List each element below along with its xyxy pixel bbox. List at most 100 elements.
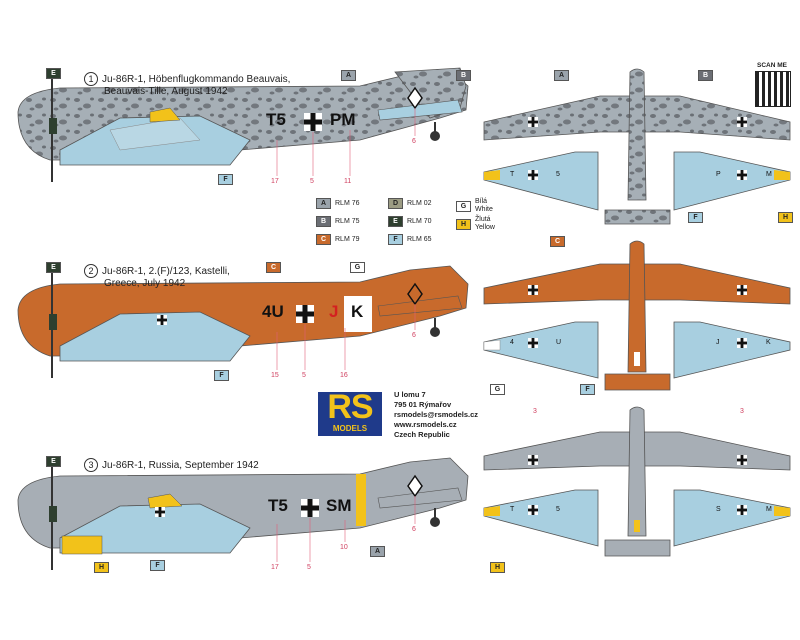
uw3-c: S bbox=[716, 506, 721, 513]
callout-3-c: 10 bbox=[340, 544, 348, 551]
uw1-b: 5 bbox=[556, 171, 560, 178]
scheme-2-code-j: J bbox=[329, 302, 339, 321]
legend-h-swatch: H bbox=[456, 218, 471, 230]
scheme-3-code-right: SM bbox=[326, 496, 352, 515]
legend-a-label: RLM 76 bbox=[335, 200, 360, 207]
callout-1-a: 17 bbox=[271, 178, 279, 185]
address-country: Czech Republic bbox=[394, 430, 450, 439]
legend-g-swatch: G bbox=[456, 200, 471, 212]
legend-d-swatch: D bbox=[388, 198, 403, 209]
legend-c-swatch: C bbox=[316, 234, 331, 245]
scan-me-label: SCAN ME bbox=[757, 62, 787, 69]
uw1-c: P bbox=[716, 171, 721, 178]
address-street: U lomu 7 bbox=[394, 390, 426, 399]
legend-b-swatch: B bbox=[316, 216, 331, 227]
legend-d-label: RLM 02 bbox=[407, 200, 432, 207]
legend-g-label: Bílá bbox=[475, 198, 488, 205]
callout-1-d: 6 bbox=[412, 138, 416, 145]
callout-2-d: 6 bbox=[412, 332, 416, 339]
callout-2-c: 16 bbox=[340, 372, 348, 379]
scheme-1-line2: Beauvais-Tille, August 1942 bbox=[104, 86, 228, 97]
scheme-3-line1: Ju-86R-1, Russia, September 1942 bbox=[102, 460, 259, 471]
scheme-1-number: 1 bbox=[84, 72, 98, 86]
scheme-2-title: 2 Ju-86R-1, 2.(F)/123, Kastelli, Greece, … bbox=[84, 264, 230, 290]
underside-wings-1 bbox=[483, 151, 791, 211]
legend-b-label: RLM 75 bbox=[335, 218, 360, 225]
callout-top3-right: 3 bbox=[740, 408, 744, 415]
tag-e-1: E bbox=[46, 68, 61, 79]
tag-f-top2: F bbox=[580, 384, 595, 395]
tag-f-1: F bbox=[218, 174, 233, 185]
legend-a-swatch: A bbox=[316, 198, 331, 209]
legend-e-label: RLM 70 bbox=[407, 218, 432, 225]
legend-c-label: RLM 79 bbox=[335, 236, 360, 243]
tag-a-top1: A bbox=[554, 70, 569, 81]
scheme-1-line1: Ju-86R-1, Höbenflugkommando Beauvais, bbox=[102, 74, 291, 85]
uw1-a: T bbox=[510, 171, 515, 178]
qr-code-icon[interactable] bbox=[755, 71, 791, 107]
callout-top3-left: 3 bbox=[533, 408, 537, 415]
tag-c-2: C bbox=[266, 262, 281, 273]
logo-models: MODELS bbox=[332, 424, 368, 433]
scheme-2-line2: Greece, July 1942 bbox=[104, 278, 186, 289]
logo-rs: RS bbox=[327, 388, 373, 426]
scheme-3-number: 3 bbox=[84, 458, 98, 472]
uw2-d: K bbox=[766, 339, 771, 346]
scheme-1-code-left: T5 bbox=[266, 110, 286, 129]
callout-2-a: 15 bbox=[271, 372, 279, 379]
tag-h-top1: H bbox=[778, 212, 793, 223]
callout-3-b: 5 bbox=[307, 564, 311, 571]
legend-c: C RLM 79 bbox=[316, 234, 360, 245]
callout-1-b: 5 bbox=[310, 178, 314, 185]
underside-wings-3 bbox=[483, 489, 791, 547]
scheme-3-code-left: T5 bbox=[268, 496, 288, 515]
callout-3-a: 17 bbox=[271, 564, 279, 571]
tag-a-3: A bbox=[370, 546, 385, 557]
top-view-1 bbox=[483, 68, 791, 225]
legend-g-label2: White bbox=[475, 206, 493, 213]
scheme-2-code-k: K bbox=[351, 302, 364, 321]
callout-3-d: 6 bbox=[412, 526, 416, 533]
scheme-1-title: 1 Ju-86R-1, Höbenflugkommando Beauvais, B… bbox=[84, 72, 290, 98]
tag-e-2: E bbox=[46, 262, 61, 273]
profile-3-aircraft bbox=[17, 457, 469, 570]
tag-b-top1: B bbox=[698, 70, 713, 81]
address-web: www.rsmodels.cz bbox=[394, 420, 457, 429]
rs-models-logo: RS MODELS bbox=[318, 388, 382, 436]
color-legend: A RLM 76 B RLM 75 C RLM 79 D RLM 02 E RL… bbox=[316, 198, 516, 258]
legend-f-label: RLM 65 bbox=[407, 236, 432, 243]
legend-f: F RLM 65 bbox=[388, 234, 432, 245]
tag-b-1: B bbox=[456, 70, 471, 81]
tag-h-3: H bbox=[94, 562, 109, 573]
callout-lines bbox=[276, 108, 416, 562]
uw2-b: U bbox=[556, 339, 562, 346]
scheme-2-number: 2 bbox=[84, 264, 98, 278]
legend-a: A RLM 76 bbox=[316, 198, 360, 209]
top-view-2 bbox=[483, 240, 791, 391]
scheme-2-code-left: 4U bbox=[262, 302, 284, 321]
tag-e-3: E bbox=[46, 456, 61, 467]
address-email: rsmodels@rsmodels.cz bbox=[394, 410, 479, 419]
callout-2-b: 5 bbox=[302, 372, 306, 379]
tag-f-top1: F bbox=[688, 212, 703, 223]
profile-1-aircraft bbox=[17, 67, 469, 182]
uw3-d: M bbox=[766, 506, 772, 513]
legend-h-label2: Yellow bbox=[475, 224, 495, 231]
legend-b: B RLM 75 bbox=[316, 216, 360, 227]
uw1-d: M bbox=[766, 171, 772, 178]
legend-e-swatch: E bbox=[388, 216, 403, 227]
address-city: 795 01 Rýmařov bbox=[394, 400, 452, 409]
scheme-2-line1: Ju-86R-1, 2.(F)/123, Kastelli, bbox=[102, 266, 230, 277]
scheme-3-title: 3 Ju-86R-1, Russia, September 1942 bbox=[84, 458, 259, 472]
tag-g-top2: G bbox=[490, 384, 505, 395]
legend-f-swatch: F bbox=[388, 234, 403, 245]
tag-a-1: A bbox=[341, 70, 356, 81]
uw3-a: T bbox=[510, 506, 515, 513]
tag-c-top2: C bbox=[550, 236, 565, 247]
legend-e: E RLM 70 bbox=[388, 216, 432, 227]
scheme-1-code-right: PM bbox=[330, 110, 356, 129]
uw2-c: J bbox=[716, 339, 720, 346]
tag-f-3: F bbox=[150, 560, 165, 571]
